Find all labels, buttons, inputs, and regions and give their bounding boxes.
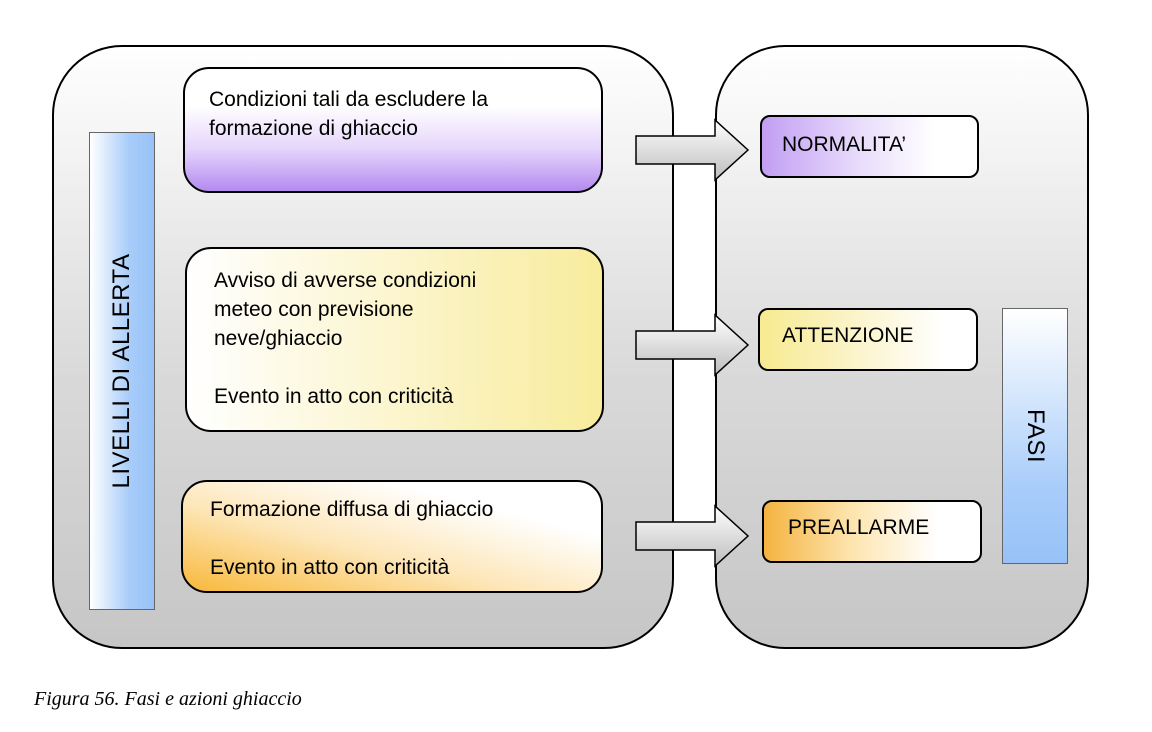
level-text-line: Formazione diffusa di ghiaccio — [210, 498, 494, 521]
level-text-line: formazione di ghiaccio — [209, 117, 418, 140]
figure-caption: Figura 56. Fasi e azioni ghiaccio — [34, 688, 302, 710]
phase-box-attenzione: ATTENZIONE — [758, 308, 978, 371]
level-text-line: Evento in atto con criticità — [214, 385, 454, 408]
phases-label-bar: FASI — [1002, 308, 1068, 564]
level-text-spacer — [214, 353, 602, 382]
phase-box-preallarme: PREALLARME — [762, 500, 982, 563]
level-text-line: Condizioni tali da escludere la — [209, 88, 488, 111]
level-text-line: Evento in atto con criticità — [210, 556, 450, 579]
phases-label: FASI — [1022, 408, 1049, 464]
level-text-line: Avviso di avverse condizioni — [214, 269, 477, 292]
level-box-normal: Condizioni tali da escludere la formazio… — [183, 67, 603, 193]
right-arrow-icon — [635, 313, 750, 377]
level-box-prealarm: Formazione diffusa di ghiaccio Evento in… — [181, 480, 603, 593]
levels-label-bar: LIVELLI DI ALLERTA — [89, 132, 155, 610]
phase-box-normalita: NORMALITA’ — [760, 115, 979, 178]
level-text-spacer — [210, 524, 601, 553]
levels-label: LIVELLI DI ALLERTA — [108, 253, 135, 489]
level-box-attention: Avviso di avverse condizioni meteo con p… — [185, 247, 604, 432]
level-text-line: neve/ghiaccio — [214, 327, 343, 350]
right-arrow-icon — [635, 118, 750, 182]
level-text-line: meteo con previsione — [214, 298, 414, 321]
right-arrow-icon — [635, 504, 750, 568]
